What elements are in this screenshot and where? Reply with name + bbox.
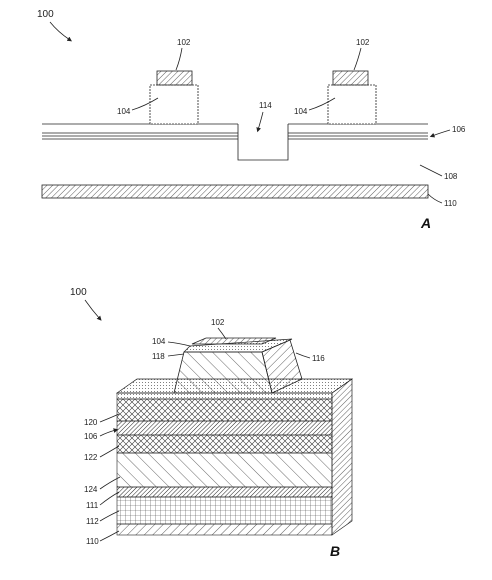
fig-b-ref-arrow xyxy=(84,299,102,321)
layer-106 xyxy=(116,420,333,436)
layer-120 xyxy=(116,398,333,422)
fig-a-label-104-left: 104 xyxy=(117,107,131,116)
layer-stack-106 xyxy=(42,123,428,140)
leader-102-b xyxy=(217,327,227,340)
ridge-front-118 xyxy=(173,351,273,394)
leader-110-b xyxy=(99,530,120,542)
fig-a-label-110: 110 xyxy=(444,199,457,208)
fig-b-label-118: 118 xyxy=(152,352,165,361)
leader-104-left xyxy=(131,97,159,111)
fig-a-ref-numeral: 100 xyxy=(37,9,54,20)
leader-118 xyxy=(167,353,185,357)
fig-b-label-104: 104 xyxy=(152,337,166,346)
fig-b-label-102: 102 xyxy=(211,318,225,327)
fig-a-label-102-right: 102 xyxy=(356,38,370,47)
ridge-104-right xyxy=(327,84,377,125)
layer-112 xyxy=(116,496,333,525)
substrate-110 xyxy=(41,184,429,199)
layer-124 xyxy=(116,452,333,488)
fig-a-label-108: 108 xyxy=(444,172,458,181)
leader-122 xyxy=(99,445,120,458)
fig-a-label-114: 114 xyxy=(259,101,272,110)
fig-b-label-122: 122 xyxy=(84,453,98,462)
arrow-114 xyxy=(256,111,264,133)
fig-b-label-116: 116 xyxy=(312,354,325,363)
leader-120 xyxy=(99,413,120,423)
fig-a-letter: A xyxy=(420,215,431,231)
leader-112 xyxy=(99,510,120,522)
ridge-104-left xyxy=(149,84,199,125)
fig-a-label-102-left: 102 xyxy=(177,38,191,47)
arrow-106 xyxy=(429,129,451,138)
leader-104-b xyxy=(167,341,191,347)
leader-102-right xyxy=(353,47,362,71)
leader-110 xyxy=(427,193,443,204)
layer-111 xyxy=(116,486,333,498)
layer-122 xyxy=(116,434,333,454)
leader-116 xyxy=(295,352,311,359)
cap-102-right xyxy=(332,70,369,86)
leader-124 xyxy=(99,476,121,490)
block-front-face xyxy=(116,392,333,536)
figure-a: 100 102 102 104 104 xyxy=(37,9,466,231)
fig-a-label-106: 106 xyxy=(452,125,466,134)
cap-102-left xyxy=(156,70,193,86)
cap-102-b xyxy=(191,337,277,345)
arrow-106-b xyxy=(99,428,119,437)
fig-a-ref-arrow xyxy=(49,21,72,42)
leader-102-left xyxy=(175,47,183,71)
fig-b-label-106: 106 xyxy=(84,432,98,441)
leader-111 xyxy=(99,491,120,506)
fig-b-label-124: 124 xyxy=(84,485,98,494)
trench-114 xyxy=(237,124,289,161)
fig-b-ref-numeral: 100 xyxy=(70,287,87,298)
leader-104-right xyxy=(308,97,336,111)
fig-b-letter: B xyxy=(330,543,340,559)
fig-b-label-110: 110 xyxy=(86,537,99,546)
fig-b-label-120: 120 xyxy=(84,418,98,427)
block-right-face xyxy=(331,378,353,536)
fig-b-label-112: 112 xyxy=(86,517,99,526)
ridge-mesa xyxy=(173,337,303,394)
layer-top-thin xyxy=(116,392,333,400)
fig-b-label-111: 111 xyxy=(86,501,99,510)
fig-a-label-104-right: 104 xyxy=(294,107,308,116)
layer-110 xyxy=(116,523,333,536)
figure-b: 100 102 104 xyxy=(70,287,354,559)
leader-108 xyxy=(419,164,443,177)
